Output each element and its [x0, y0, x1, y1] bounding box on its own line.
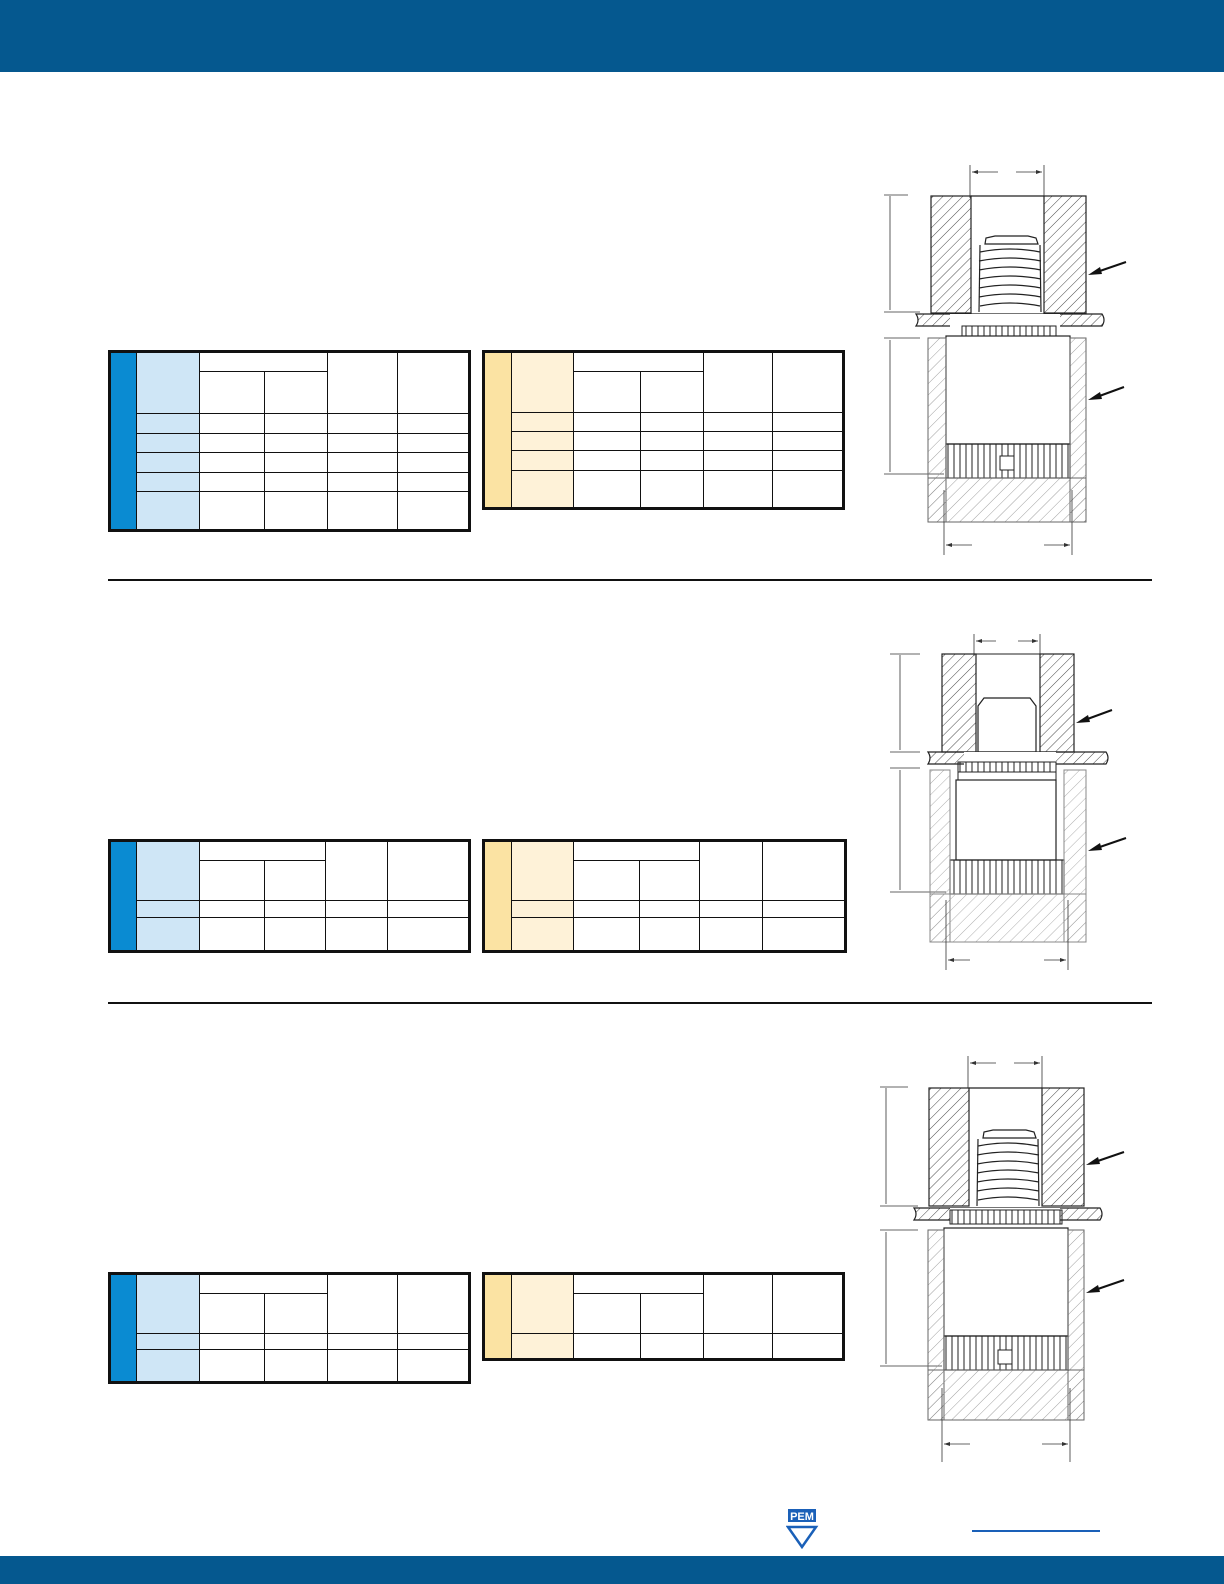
table-row: [484, 1333, 844, 1360]
table-row: [110, 452, 470, 473]
table-row: [110, 1332, 470, 1351]
table-row: [110, 432, 470, 453]
table-row: [484, 900, 846, 918]
leader-arrow-icon: [1086, 1151, 1125, 1165]
inch-table-3: [482, 1272, 845, 1361]
inch-header-col: [703, 351, 773, 413]
table-row: [484, 411, 844, 433]
inch-strip: [483, 351, 512, 509]
header-band: [0, 0, 1224, 72]
inch-strip: [483, 1273, 512, 1360]
metric-table-3: [108, 1272, 471, 1384]
metric-header-col: [327, 351, 398, 414]
installation-drawing-2: [890, 634, 1127, 970]
inch-subheader: [640, 371, 704, 413]
table-row: [484, 469, 844, 510]
table-row: [484, 450, 844, 471]
inch-subheader: [573, 371, 641, 413]
metric-header-label: [136, 351, 200, 414]
table-row: [110, 1349, 470, 1383]
inch-header-col: [772, 351, 844, 413]
metric-header-col: [397, 351, 470, 414]
metric-header-group: [199, 351, 328, 372]
table-row: [110, 413, 470, 434]
leader-arrow-icon: [1086, 1279, 1125, 1293]
table-row: [110, 917, 470, 952]
metric-table-1: [108, 350, 471, 532]
footer-link-underline[interactable]: [972, 1530, 1100, 1532]
metric-strip: [109, 1273, 137, 1383]
inch-header-group: [573, 351, 704, 372]
inch-table-1: [482, 350, 845, 510]
inch-strip: [483, 840, 512, 952]
leader-arrow-icon: [1088, 837, 1127, 851]
installation-drawing-1: [884, 165, 1127, 555]
leader-arrow-icon: [1088, 261, 1127, 275]
inch-table-2: [482, 839, 847, 953]
metric-subheader: [264, 371, 328, 414]
section-divider: [108, 1002, 1152, 1004]
metric-subheader: [199, 371, 265, 414]
section-divider: [108, 579, 1152, 581]
leader-arrow-icon: [1088, 386, 1125, 400]
logo-text: PEM: [790, 1511, 814, 1523]
leader-arrow-icon: [1076, 709, 1113, 723]
table-row: [110, 471, 470, 492]
table-row: [110, 491, 470, 531]
metric-table-2: [108, 839, 471, 953]
inch-header-label: [511, 351, 574, 413]
table-row: [484, 431, 844, 452]
installation-drawing-3: [880, 1056, 1125, 1462]
pem-logo-icon: PEM: [786, 1509, 819, 1549]
footer-band: [0, 1556, 1224, 1584]
metric-strip: [109, 840, 137, 952]
table-row: [484, 917, 846, 952]
table-row: [110, 900, 470, 918]
metric-strip: [109, 351, 137, 531]
